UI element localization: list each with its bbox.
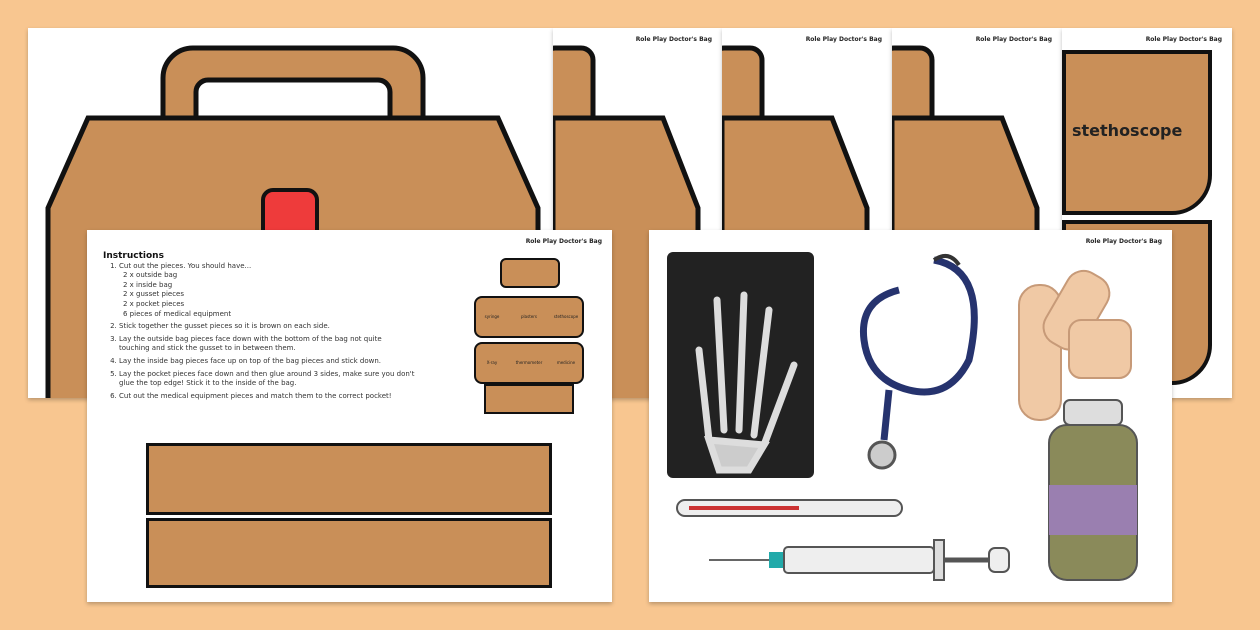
sheet-equipment: Role Play Doctor's Bag [649,230,1172,602]
pocket-label: stethoscope [1072,121,1183,140]
pocket [1062,50,1212,215]
medicine-bottle-image [1048,399,1138,581]
instructions: Instructions Cut out the pieces. You sho… [103,251,419,404]
gusset-strip [146,518,552,588]
gusset-strip [146,443,552,515]
xray-image [667,252,814,478]
syringe-image [709,539,1010,581]
stethoscope-image [859,254,978,470]
sheet-instructions: Role Play Doctor's Bag Instructions Cut … [87,230,612,602]
assembled-bag-preview: syringe plasters stethoscope X-ray therm… [470,258,590,418]
thermometer-image [676,499,903,517]
plasters-image [1018,269,1132,421]
